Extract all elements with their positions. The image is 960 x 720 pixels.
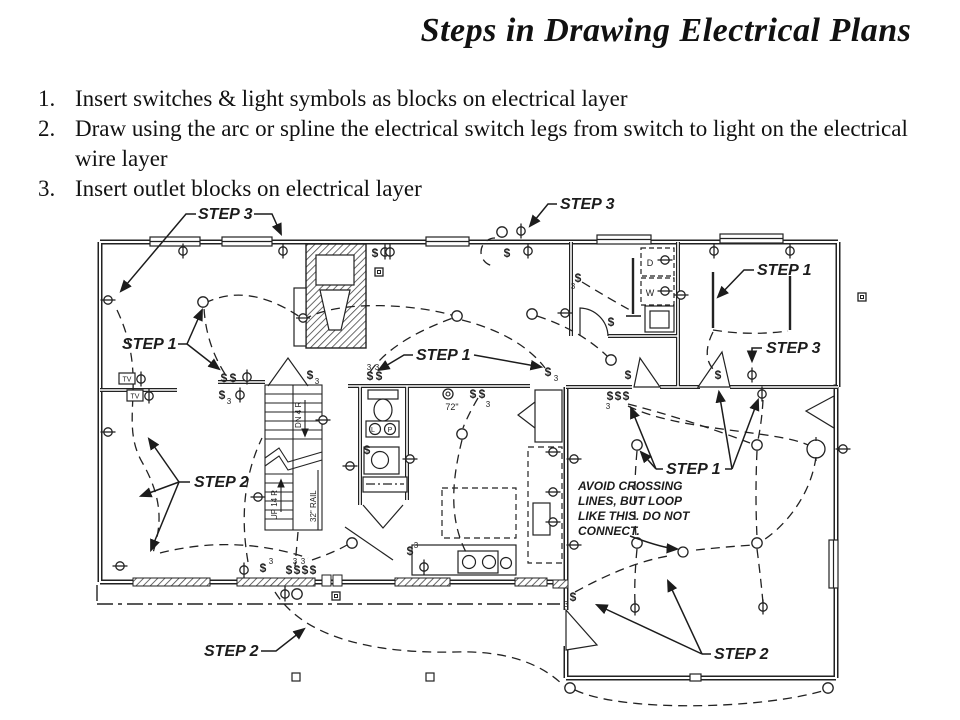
list-item: 1. Insert switches & light symbols as bl… [38, 84, 918, 114]
bathroom-fixtures [362, 389, 408, 529]
svg-text:$: $ [307, 368, 314, 382]
washer-label: W [646, 288, 655, 298]
svg-text:$: $ [575, 271, 582, 285]
svg-text:3: 3 [367, 363, 372, 372]
bullet-list: 1. Insert switches & light symbols as bl… [38, 84, 918, 204]
doors [344, 307, 835, 651]
step2-label-bottom-right: STEP 2 [714, 646, 769, 663]
ceiling-lights [197, 226, 867, 694]
svg-text:3: 3 [606, 402, 611, 411]
window-sills [132, 574, 569, 589]
bath-lav-l-label: L [371, 427, 375, 434]
svg-text:$: $ [310, 563, 317, 577]
callout-leaders [119, 203, 762, 655]
svg-text:3: 3 [486, 400, 491, 409]
list-text: Insert outlet blocks on electrical layer [75, 176, 422, 201]
dryer-label: D [647, 258, 654, 268]
bedroom-closet-lights [711, 272, 792, 330]
ceiling-fan [806, 437, 826, 461]
note-line-1: AVOID CROSSING [577, 479, 682, 493]
list-number: 2. [38, 116, 56, 141]
svg-text:$: $ [545, 365, 552, 379]
svg-text:$: $ [504, 246, 511, 260]
stairs-dn-label: DN 4 R [294, 402, 303, 428]
tv-label: TV [123, 377, 132, 384]
svg-text:$: $ [608, 315, 615, 329]
svg-text:$: $ [615, 389, 622, 403]
switch-legs [116, 237, 827, 707]
porch-deck [96, 585, 702, 682]
wire-loop [677, 546, 689, 558]
svg-text:$: $ [625, 368, 632, 382]
exterior-walls [97, 239, 841, 681]
note-line-2: LINES, BUT LOOP [578, 494, 683, 508]
step1-label-living: STEP 1 [122, 336, 177, 353]
stairs-rail-label: 32" RAIL [309, 490, 318, 522]
stairs-up-label: UP 14 R [270, 490, 279, 520]
svg-text:$: $ [219, 388, 226, 402]
note-line-4: CONNECT. [578, 524, 640, 538]
svg-text:$: $ [470, 387, 477, 401]
fireplace [293, 243, 367, 349]
svg-text:$: $ [260, 561, 267, 575]
svg-text:$: $ [286, 563, 293, 577]
list-item: 3. Insert outlet blocks on electrical la… [38, 174, 918, 204]
kitchen-fixtures [411, 389, 563, 576]
callout-labels: STEP 3 STEP 3 STEP 1 STEP 3 STEP 1 STEP … [122, 196, 821, 663]
svg-text:$: $ [372, 246, 379, 260]
list-item: 2. Draw using the arc or spline the elec… [38, 114, 918, 174]
step2-label-bottom-left: STEP 2 [204, 643, 259, 660]
svg-text:3: 3 [269, 557, 274, 566]
svg-text:3: 3 [571, 282, 576, 291]
svg-text:$: $ [367, 369, 374, 383]
svg-text:$: $ [407, 544, 414, 558]
bath-lav-p-label: P [388, 427, 393, 434]
svg-text:$: $ [364, 443, 371, 457]
svg-text:3: 3 [293, 557, 298, 566]
wall-sconce [296, 313, 310, 323]
svg-text:$: $ [570, 590, 577, 604]
slide-title: Steps in Drawing Electrical Plans [420, 12, 912, 49]
step3-label-top-left: STEP 3 [198, 206, 253, 223]
svg-text:$: $ [230, 371, 237, 385]
step1-label-family: STEP 1 [666, 461, 721, 478]
svg-text:$: $ [294, 563, 301, 577]
step3-label-top-middle: STEP 3 [560, 196, 615, 213]
svg-text:$: $ [607, 389, 614, 403]
svg-text:$: $ [376, 369, 383, 383]
svg-text:$: $ [479, 387, 486, 401]
svg-text:$: $ [623, 389, 630, 403]
step2-label-left: STEP 2 [194, 474, 249, 491]
svg-text:3: 3 [315, 377, 320, 386]
svg-text:3: 3 [227, 397, 232, 406]
list-text: Insert switches & light symbols as block… [75, 86, 628, 111]
staircase [264, 356, 323, 531]
svg-text:3: 3 [564, 600, 569, 609]
list-number: 3. [38, 176, 56, 201]
svg-text:3: 3 [375, 363, 380, 372]
tv-outlets: TV TV [118, 372, 144, 402]
svg-text:$: $ [302, 563, 309, 577]
svg-text:3: 3 [414, 541, 419, 550]
svg-text:$: $ [715, 368, 722, 382]
tv-label: TV [131, 394, 140, 401]
note-line-3: LIKE THIS. DO NOT [578, 509, 691, 523]
step3-label-bedroom: STEP 3 [766, 340, 821, 357]
dimension-72: 72" [445, 402, 458, 412]
svg-text:3: 3 [554, 374, 559, 383]
list-text: Draw using the arc or spline the electri… [75, 116, 908, 171]
laundry-fixtures [626, 247, 675, 333]
svg-text:$: $ [221, 371, 228, 385]
step1-label-bedroom: STEP 1 [757, 262, 812, 279]
step1-label-hall: STEP 1 [416, 347, 471, 364]
svg-text:3: 3 [301, 557, 306, 566]
list-number: 1. [38, 86, 56, 111]
windows [149, 233, 839, 589]
avoid-crossing-note: AVOID CROSSING LINES, BUT LOOP LIKE THIS… [577, 479, 691, 538]
stair-labels: DN 4 R UP 14 R 32" RAIL [270, 402, 318, 522]
